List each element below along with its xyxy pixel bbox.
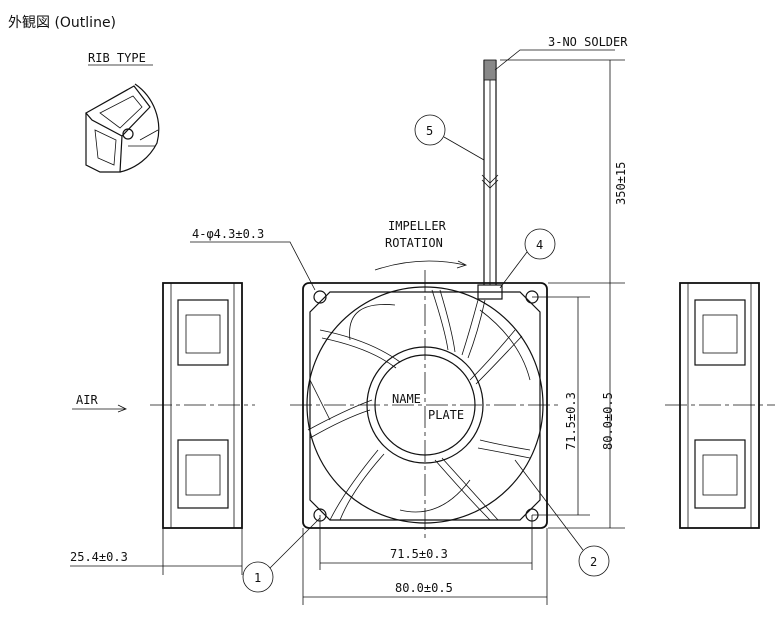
callout-4 (524, 228, 556, 260)
rib-detail-illustration (85, 83, 160, 173)
fan-left-side-view (162, 282, 243, 529)
width-dimension: 80.0±0.5 (395, 581, 453, 595)
depth-dimension: 25.4±0.3 (70, 550, 128, 564)
height-dimension: 80.0±0.5 (601, 392, 615, 450)
svg-text:5: 5 (426, 124, 433, 138)
callout-2 (578, 545, 610, 577)
svg-text:1: 1 (254, 571, 261, 585)
lead-length-dimension: 350±15 (614, 162, 628, 205)
rotation-label: ROTATION (385, 236, 443, 250)
rib-type-label: RIB TYPE (88, 51, 146, 65)
hole-pitch-vertical-dimension: 71.5±0.3 (564, 392, 578, 450)
hole-pitch-horizontal-dimension: 71.5±0.3 (390, 547, 448, 561)
svg-text:4: 4 (536, 238, 543, 252)
impeller-label: IMPELLER (388, 219, 447, 233)
fan-right-side-view (679, 282, 760, 529)
drawing-title: 外観図 (Outline) (8, 15, 117, 31)
lead-wires (477, 59, 503, 300)
callout-1 (242, 561, 274, 593)
plate-label: PLATE (428, 408, 464, 422)
mounting-holes-label: 4-φ4.3±0.3 (192, 227, 264, 241)
air-label: AIR (76, 393, 98, 407)
svg-text:2: 2 (590, 555, 597, 569)
callout-5 (414, 114, 446, 146)
solder-label: 3-NO SOLDER (548, 35, 628, 49)
name-label: NAME (392, 392, 421, 406)
